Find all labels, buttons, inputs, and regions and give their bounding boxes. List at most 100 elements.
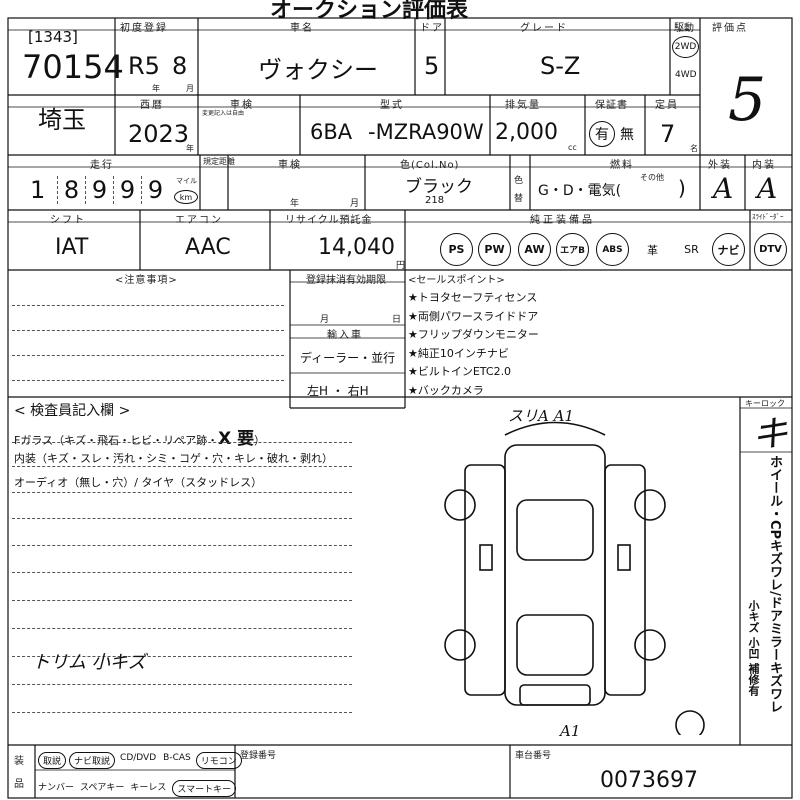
- model-code: -MZRA90W: [368, 120, 484, 144]
- reg-expiry-label: 登録抹消有効期限: [306, 275, 386, 286]
- diagram-top-note: スリA A1: [508, 407, 574, 425]
- mileage-label: 走行: [90, 160, 114, 171]
- doc-cd-dvd: CD/DVD: [120, 753, 157, 763]
- warranty-no: 無: [620, 127, 634, 143]
- year-unit: 年: [152, 84, 160, 93]
- diagram-bottom-note: A1: [560, 722, 581, 740]
- cancel-note: 変更記入は自由: [202, 110, 245, 117]
- mileage-digits: 1 8 9 9 9: [30, 176, 169, 204]
- interior-grade: A: [757, 172, 778, 205]
- import-dealer: ディーラー・並行: [300, 351, 396, 365]
- shift-label: シフト: [50, 215, 86, 226]
- windshield-arc: [504, 421, 606, 436]
- km-unit: km: [174, 190, 198, 204]
- rear-glass: [516, 614, 594, 676]
- equip-leather: 革: [647, 243, 658, 257]
- capacity-value: 7: [660, 120, 676, 148]
- inspector-line-2: 内装（キズ・スレ・汚れ・シミ・コゲ・穴・キレ・破れ・剥れ）: [14, 452, 333, 465]
- rear-bumper: [519, 684, 591, 706]
- mileage-digit: 9: [86, 176, 114, 204]
- yen-unit: 円: [396, 261, 406, 271]
- side-text: ホイール・CPキズワレ/ドアミラーキズワレ: [767, 455, 782, 713]
- cc-unit: cc: [568, 143, 577, 152]
- color-label: 色(Col.No): [400, 160, 460, 171]
- doc-remote: リモコン: [195, 752, 242, 769]
- sales-points-list: ★トヨタセーフティセンス ★両側パワースライドドア ★フリップダウンモニター ★…: [408, 289, 539, 400]
- spare-tire: [675, 710, 705, 735]
- equipment-label: 純正装備品: [530, 215, 595, 226]
- wheel-rl: [444, 629, 476, 661]
- reg-era: R5: [128, 52, 160, 80]
- aircon-value: AAC: [185, 235, 231, 260]
- grade-value: S-Z: [540, 52, 581, 80]
- left-side: [464, 464, 506, 696]
- grade-label: グレード: [520, 23, 568, 34]
- doc-keyless: キーレス: [130, 783, 167, 793]
- keylock-label: キーロック: [745, 399, 785, 408]
- mirror-left: [479, 544, 493, 571]
- wheel-rr: [634, 629, 666, 661]
- lot-number: 70154: [22, 48, 124, 86]
- fuel-end: ): [678, 176, 686, 200]
- first-reg-label: 初度登録: [120, 23, 168, 34]
- warranty-yes: 有: [589, 121, 615, 147]
- recycle-label: リサイクル預託金: [285, 215, 373, 226]
- fuel-value: G・D・電気(: [538, 183, 622, 199]
- documents-row-2: ナンバー スペアキー キーレス スマートキー: [38, 780, 237, 797]
- equip-dtv: DTV: [754, 233, 787, 266]
- mileage-digit: 9: [114, 176, 142, 204]
- mirror-right: [617, 544, 631, 571]
- color-value: ブラック: [405, 177, 473, 197]
- handwritten-note: トリム 小キズ: [32, 652, 146, 673]
- equip-sunroof: SR: [684, 243, 699, 256]
- score-label: 評価点: [712, 23, 748, 34]
- shaken-label: 車検: [278, 160, 302, 171]
- aircon-label: エアコン: [175, 215, 223, 226]
- car-body: [504, 444, 606, 706]
- mileage-digit: 9: [147, 176, 164, 204]
- wheel-fl: [444, 489, 476, 521]
- mileage-digit: 1: [30, 176, 58, 204]
- right-side: [604, 464, 646, 696]
- reg-expiry-month: 月: [320, 315, 330, 325]
- doc-side-label-2: 品: [14, 779, 26, 790]
- year-value: 2023: [128, 120, 190, 148]
- sheet-title: オークション評価表: [270, 0, 469, 23]
- equip-abs: ABS: [596, 233, 629, 266]
- exterior-grade: A: [713, 172, 734, 205]
- windshield-end: ）: [254, 434, 266, 447]
- sales-point: ★ビルトインETC2.0: [408, 365, 512, 378]
- doc-smart-key: スマートキー: [172, 780, 237, 797]
- reg-month: 8: [172, 52, 188, 80]
- reg-expiry-day: 日: [392, 315, 402, 325]
- model-prefix: 6BA: [310, 120, 353, 144]
- doc-bcas: B-CAS: [163, 753, 191, 763]
- equip-aw: AW: [518, 233, 551, 266]
- mile-label: マイル: [176, 177, 197, 185]
- western-year-label: 西暦: [140, 100, 164, 111]
- car-name: ヴォクシー: [258, 56, 378, 84]
- car-diagram: [444, 421, 705, 735]
- score-value: 5: [728, 65, 767, 135]
- shaken-month: 月: [350, 199, 360, 209]
- chassis-number: 0073697: [600, 768, 698, 793]
- sales-point: ★フリップダウンモニター: [408, 328, 539, 341]
- drive-label: 駆動: [674, 23, 694, 34]
- doc-spare-key: スペアキー: [80, 783, 125, 793]
- side-small-text: 小キズ 小凹 補修有: [747, 600, 760, 696]
- sales-points-label: <セールスポイント>: [408, 275, 505, 286]
- color-no: 218: [425, 195, 445, 206]
- doc-manual: 取説: [38, 752, 67, 769]
- persons-unit: 名: [690, 144, 698, 153]
- displacement-value: 2,000: [495, 120, 558, 145]
- fuel-label: 燃料: [610, 160, 634, 171]
- doc-navi-manual: ナビ取説: [69, 752, 116, 769]
- handle-side: 左H ・ 右H: [307, 384, 369, 398]
- recycle-fee: 14,040: [318, 235, 395, 260]
- equip-airbag: エアB: [556, 233, 589, 266]
- lot-code: [1343]: [28, 28, 78, 46]
- sales-point: ★純正10インチナビ: [408, 346, 509, 360]
- chassis-label: 車台番号: [515, 751, 552, 761]
- import-label: 輸入車: [327, 330, 363, 341]
